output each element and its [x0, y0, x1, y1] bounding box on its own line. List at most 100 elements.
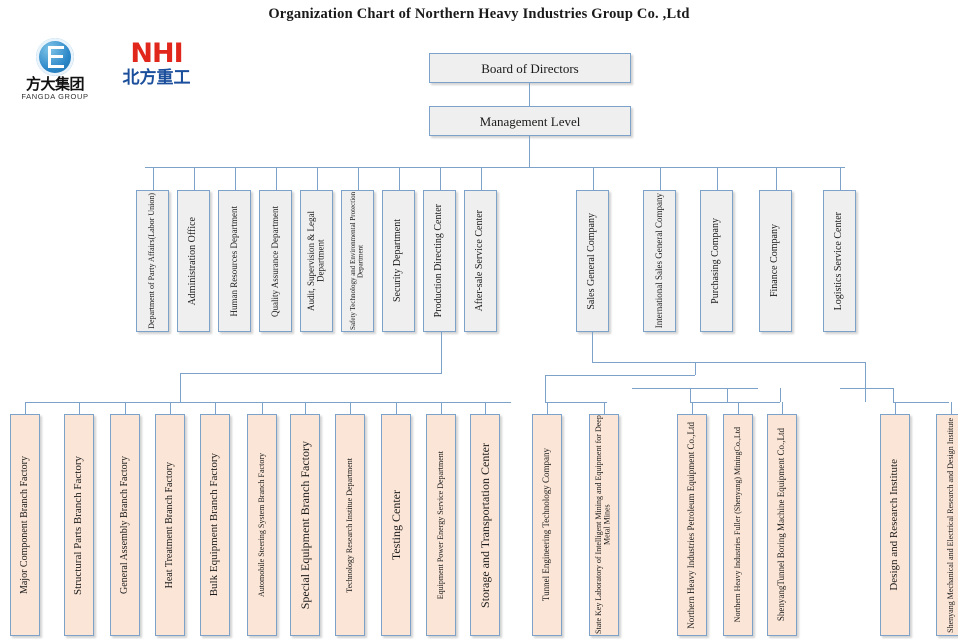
connector-stub — [305, 402, 306, 414]
node-label: State Key Laboratory of Intelligent Mini… — [594, 415, 612, 635]
node-label: Technology Research Institue Department — [344, 457, 354, 593]
connector-stub — [396, 402, 397, 414]
node-level3-group-c-1[interactable]: Northern Heavy Industries Fuller (Shenya… — [723, 414, 753, 636]
node-board-of-directors[interactable]: Board of Directors — [429, 53, 631, 83]
node-label: Quality Assurance Department — [269, 205, 280, 317]
nhi-logo-text: NHI — [130, 38, 183, 69]
nhi-logo: NHI 北方重工 — [109, 40, 204, 98]
node-label: Sales General Company — [586, 212, 598, 310]
connector-stub — [895, 402, 896, 414]
connector-c-drop — [727, 388, 728, 402]
fangda-logo-en: FANGDA GROUP — [21, 92, 89, 101]
node-level3-group-d-0[interactable]: Design and Research Institute — [880, 414, 910, 636]
node-label: Special Equipment Branch Factory — [297, 440, 312, 610]
node-level3-group-b-0[interactable]: Tunnel Engineering Technology Company — [532, 414, 562, 636]
connector-b-mid — [695, 362, 696, 375]
connector-board-management — [529, 83, 530, 106]
node-label: General Assembly Branch Factory — [118, 455, 130, 595]
connector-c-left — [690, 388, 691, 402]
connector-b-jog — [545, 375, 695, 376]
node-level3-group-a-2[interactable]: General Assembly Branch Factory — [110, 414, 140, 636]
node-label: Northern Heavy Industries Petroleum Equi… — [686, 421, 697, 629]
node-level2-right-4[interactable]: Logistics Service Center — [823, 190, 856, 332]
node-level3-group-a-9[interactable]: Equipment Power Energy Service Departmen… — [426, 414, 456, 636]
node-label: Heat Treatment Branch Factory — [163, 461, 175, 589]
node-level2-left-4[interactable]: Audit, Supervision & Legal Department — [300, 190, 333, 332]
connector-stub — [125, 402, 126, 414]
node-level2-left-5[interactable]: Safety Technology and Environmental Prot… — [341, 190, 374, 332]
node-level3-group-c-0[interactable]: Northern Heavy Industries Petroleum Equi… — [677, 414, 707, 636]
fangda-logo-cn: 方大集团 — [25, 75, 85, 93]
node-level2-left-6[interactable]: Security Department — [382, 190, 415, 332]
connector-stub — [485, 402, 486, 414]
connector-stub — [235, 167, 236, 190]
node-label: Shenyang Mechanical and Electrical Resea… — [945, 417, 955, 633]
node-label: Production Directing Center — [433, 204, 445, 318]
connector-a-bus — [25, 402, 511, 403]
node-label: Structural Parts Branch Factory — [72, 455, 85, 595]
nhi-logo-cn: 北方重工 — [122, 68, 191, 88]
node-label: Purchasing Company — [710, 218, 722, 304]
connector-a-drop — [441, 332, 442, 373]
connector-d-bus — [893, 402, 949, 403]
connector-stub — [262, 402, 263, 414]
connector-a-riser — [180, 373, 181, 402]
node-label: Bulk Equipment Branch Factory — [208, 453, 221, 597]
node-level3-group-a-6[interactable]: Special Equipment Branch Factory — [290, 414, 320, 636]
connector-stub — [79, 402, 80, 414]
node-label: Tunnel Engineering Technology Company — [541, 448, 552, 602]
connector-stub — [782, 402, 783, 414]
connector-stub — [215, 402, 216, 414]
connector-b-bus — [545, 402, 607, 403]
connector-stub — [153, 167, 154, 190]
node-label: Audit, Supervision & Legal Department — [305, 211, 326, 311]
connector-stub — [481, 167, 482, 190]
node-label: Logistics Service Center — [833, 211, 845, 311]
node-label: Administration Office — [187, 216, 199, 306]
node-level2-right-1[interactable]: International Sales General Company — [643, 190, 676, 332]
connector-stub — [399, 167, 400, 190]
node-label: Design and Research Institute — [888, 459, 901, 591]
node-label: Finance Company — [769, 224, 781, 298]
node-level2-right-0[interactable]: Sales General Company — [576, 190, 609, 332]
node-level3-group-a-5[interactable]: Automobile Steering System Branch Factor… — [247, 414, 277, 636]
connector-stub — [692, 402, 693, 414]
node-level3-group-a-4[interactable]: Bulk Equipment Branch Factory — [200, 414, 230, 636]
node-level2-right-2[interactable]: Purchasing Company — [700, 190, 733, 332]
node-label: International Sales General Company — [653, 193, 664, 329]
connector-stub — [276, 167, 277, 190]
connector-a-jog — [180, 373, 442, 374]
connector-stub — [660, 167, 661, 190]
connector-stub — [604, 402, 605, 414]
node-level2-left-2[interactable]: Human Resources Department — [218, 190, 251, 332]
connector-b-right-riser — [865, 362, 866, 402]
node-level3-group-a-3[interactable]: Heat Treatment Branch Factory — [155, 414, 185, 636]
node-level3-group-a-7[interactable]: Technology Research Institue Department — [335, 414, 365, 636]
node-label: Safety Technology and Environmental Prot… — [348, 191, 365, 331]
connector-stub — [441, 402, 442, 414]
node-management-level[interactable]: Management Level — [429, 106, 631, 136]
node-level2-left-0[interactable]: Department of Party Affairs(Labor Union) — [136, 190, 169, 332]
connector-management-bus — [529, 136, 530, 167]
node-label: Equipment Power Energy Service Departmen… — [435, 450, 445, 600]
node-label: Automobile Steering System Branch Factor… — [256, 453, 266, 597]
node-label: Testing Center — [388, 489, 403, 561]
node-level3-group-d-1[interactable]: Shenyang Mechanical and Electrical Resea… — [936, 414, 958, 636]
node-level3-group-a-0[interactable]: Major Component Branch Factory — [10, 414, 40, 636]
node-level2-left-3[interactable]: Quality Assurance Department — [259, 190, 292, 332]
node-level3-group-a-10[interactable]: Storage and Transportation Center — [470, 414, 500, 636]
node-label: Management Level — [479, 113, 581, 129]
node-level2-left-7[interactable]: Production Directing Center — [423, 190, 456, 332]
node-level2-right-3[interactable]: Finance Company — [759, 190, 792, 332]
node-label: Security Department — [392, 219, 404, 303]
connector-d-pre — [840, 388, 893, 389]
connector-level2-bus — [145, 167, 845, 168]
node-level2-left-8[interactable]: After-sale Service Center — [464, 190, 497, 332]
node-level3-group-a-1[interactable]: Structural Parts Branch Factory — [64, 414, 94, 636]
node-level3-group-c-2[interactable]: ShenyangTunnel Boring Machine Equipment … — [767, 414, 797, 636]
connector-stub — [547, 402, 548, 414]
node-level2-left-1[interactable]: Administration Office — [177, 190, 210, 332]
node-label: Major Component Branch Factory — [18, 455, 30, 595]
node-level3-group-a-8[interactable]: Testing Center — [381, 414, 411, 636]
node-level3-group-b-1[interactable]: State Key Laboratory of Intelligent Mini… — [589, 414, 619, 636]
